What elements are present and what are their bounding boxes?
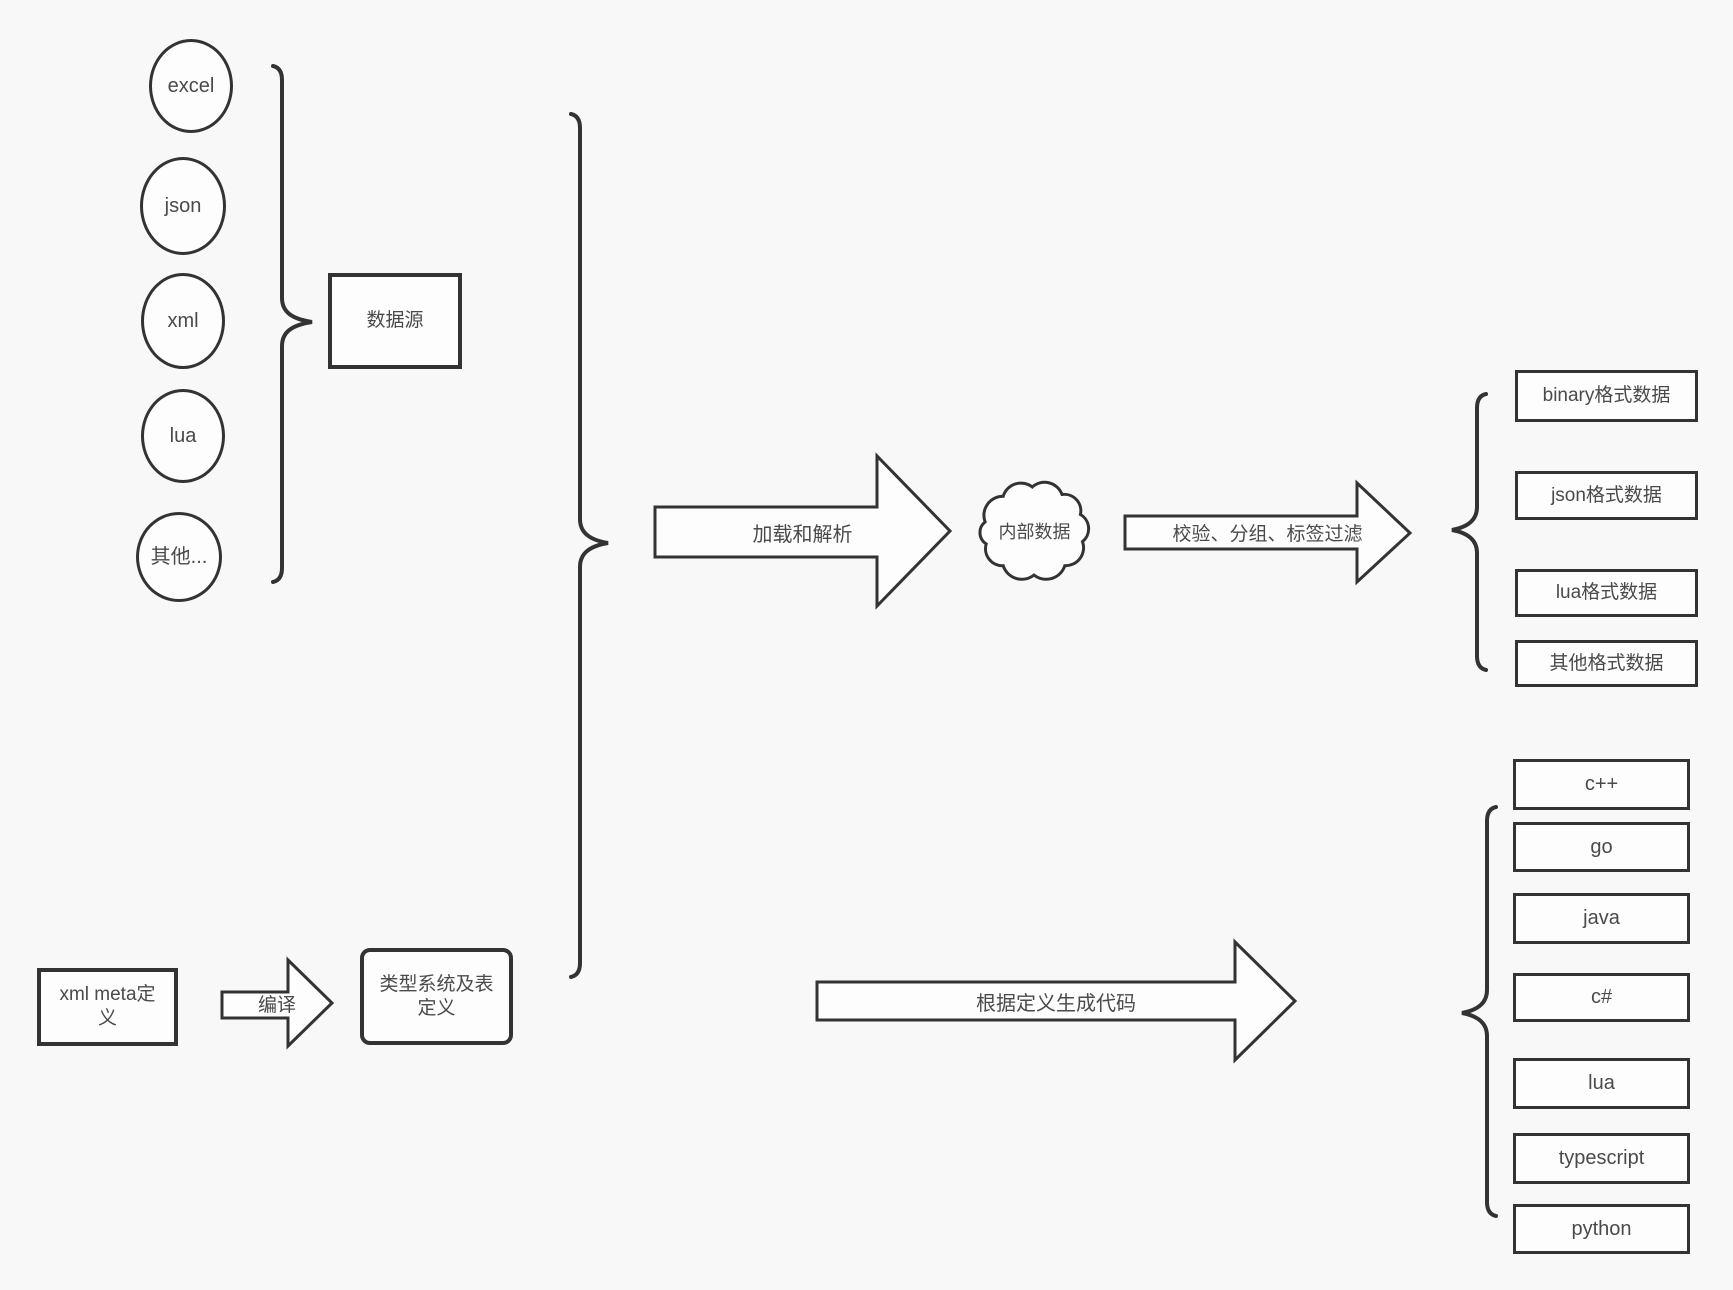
source-ellipse-json: json [140,157,226,255]
source-ellipse-lua: lua [141,389,225,483]
format-box-lua: lua格式数据 [1515,569,1698,617]
languages-group-brace [1461,805,1498,1218]
compile-arrow [220,956,335,1050]
format-box-json: json格式数据 [1515,471,1698,520]
load-parse-arrow [653,452,953,610]
inputs-group-brace [569,112,609,979]
internal-data-cloud-label: 内部数据 [998,522,1071,542]
type-system-box: 类型系统及表定义 [360,948,513,1045]
language-box-cpp: c++ [1513,759,1690,810]
xml-meta-box: xml meta定义 [37,968,178,1046]
language-box-java: java [1513,893,1690,944]
codegen-arrow [815,938,1298,1064]
source-ellipse-xml: xml [141,273,225,369]
language-box-go: go [1513,822,1690,872]
language-box-lua: lua [1513,1058,1690,1109]
sources-group-brace [271,64,313,584]
datasource-box: 数据源 [328,273,462,369]
filter-arrow [1123,479,1413,586]
language-box-csharp: c# [1513,973,1690,1022]
codegen-arrow-label: 根据定义生成代码 [976,992,1136,1015]
load-parse-arrow-label: 加载和解析 [752,523,853,546]
language-box-typescript: typescript [1513,1133,1690,1184]
source-ellipse-excel: excel [149,39,233,133]
compile-arrow-label: 编译 [257,994,296,1016]
internal-data-cloud [978,480,1091,581]
outputs-group-brace [1451,392,1488,672]
language-box-python: python [1513,1204,1690,1254]
filter-arrow-label: 校验、分组、标签过滤 [1172,523,1363,545]
source-ellipse-other: 其他... [136,512,222,602]
format-box-other: 其他格式数据 [1515,640,1698,687]
format-box-binary: binary格式数据 [1515,370,1698,422]
